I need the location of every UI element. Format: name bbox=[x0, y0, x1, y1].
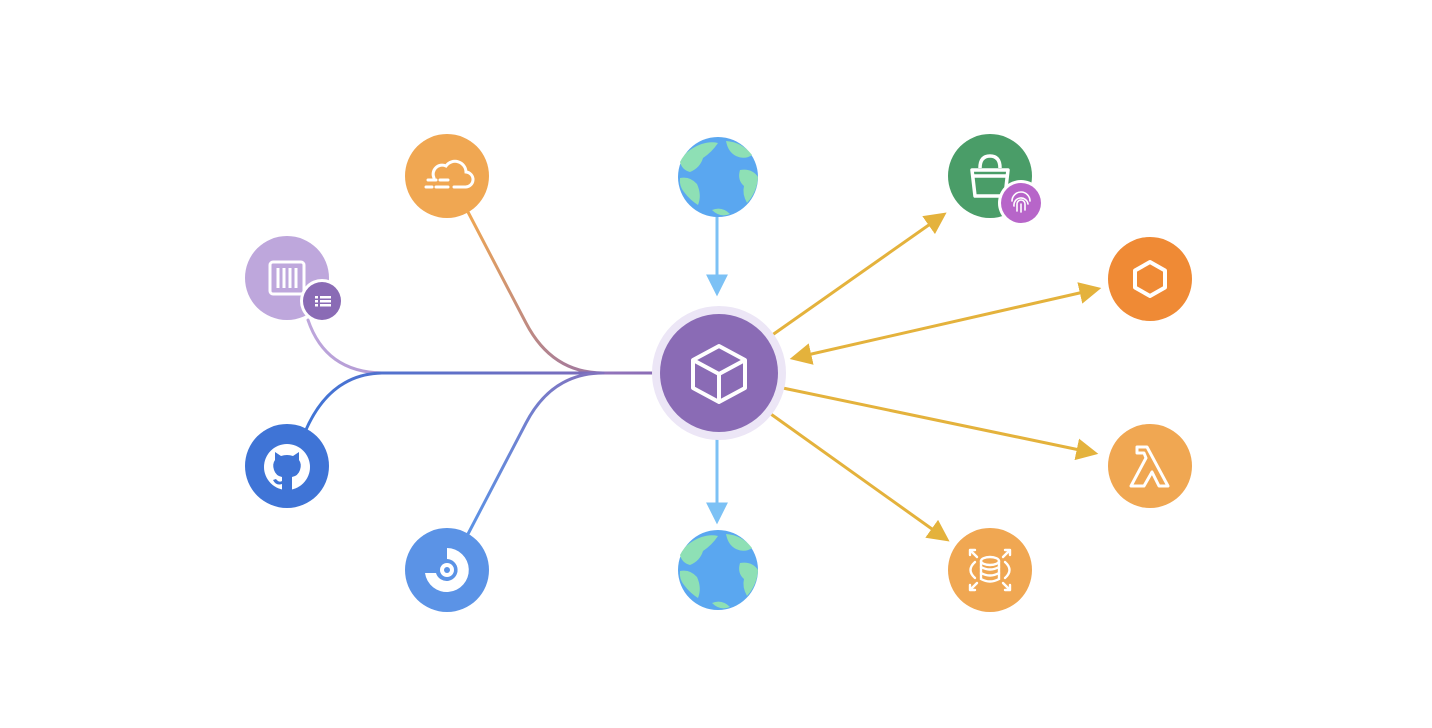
lambda-icon bbox=[1129, 445, 1170, 488]
globe-icon bbox=[678, 137, 758, 217]
list-icon bbox=[315, 296, 331, 307]
rds-database-node[interactable] bbox=[948, 528, 1032, 612]
arrow-to-bucket bbox=[767, 212, 947, 340]
internet-out-node[interactable] bbox=[678, 530, 758, 610]
database-icon bbox=[968, 548, 1012, 592]
cloud-build-icon bbox=[424, 159, 475, 189]
cloud-build-node[interactable] bbox=[405, 134, 489, 218]
bucket-badge bbox=[998, 180, 1044, 226]
globe-icon bbox=[678, 530, 758, 610]
github-node[interactable] bbox=[245, 424, 329, 508]
arrow-to-lambda bbox=[777, 385, 1099, 461]
connector-github bbox=[303, 371, 605, 434]
connector-circleci bbox=[466, 371, 605, 536]
lambda-node[interactable] bbox=[1108, 424, 1192, 508]
registry-badge bbox=[300, 279, 344, 323]
arrow-to-database bbox=[767, 410, 950, 542]
arrow-function-bidirectional bbox=[789, 282, 1102, 365]
circleci-node[interactable] bbox=[405, 528, 489, 612]
github-icon bbox=[264, 444, 310, 490]
circleci-icon bbox=[425, 548, 469, 592]
fingerprint-icon bbox=[1011, 191, 1031, 213]
cloud-function-node[interactable] bbox=[1108, 237, 1192, 321]
s3-bucket-node[interactable] bbox=[948, 134, 1044, 226]
hub-node[interactable] bbox=[652, 306, 786, 440]
internet-in-node[interactable] bbox=[678, 137, 758, 217]
hexagon-icon bbox=[1133, 260, 1167, 298]
target-arrows bbox=[767, 212, 1102, 542]
connector-cloud-build bbox=[466, 210, 662, 375]
container-registry-icon bbox=[268, 260, 306, 296]
cube-icon bbox=[691, 344, 747, 404]
source-connectors bbox=[303, 210, 662, 536]
registry-node[interactable] bbox=[245, 236, 344, 323]
connector-registry bbox=[306, 318, 662, 375]
